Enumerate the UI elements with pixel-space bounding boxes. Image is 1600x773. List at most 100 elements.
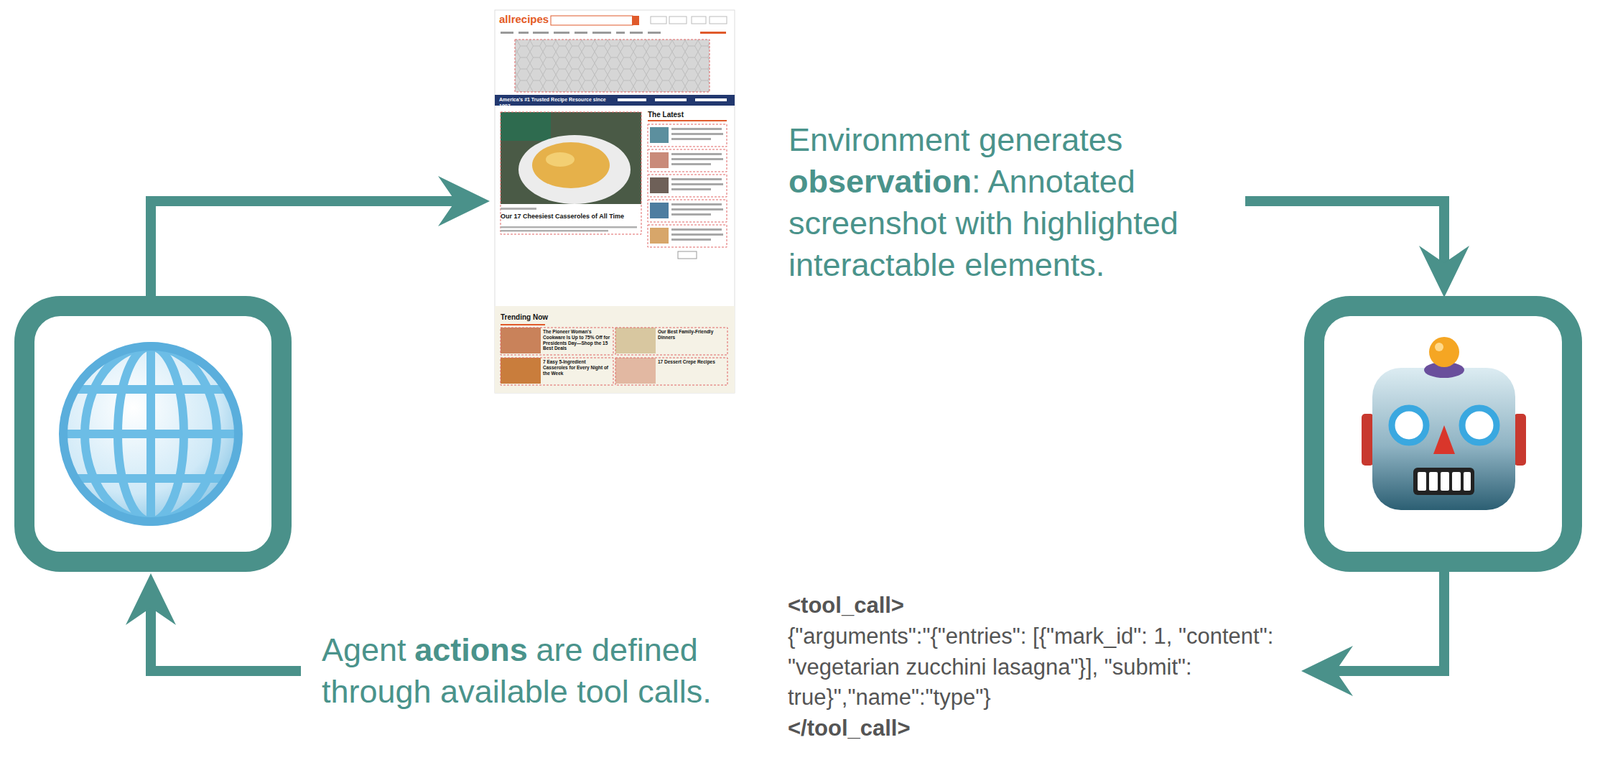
art-rect	[574, 31, 588, 34]
trending-underline	[500, 323, 546, 326]
latest-list	[647, 119, 727, 259]
art-rect	[592, 31, 612, 34]
screenshot-frame	[494, 10, 735, 393]
art-rect	[671, 188, 711, 191]
robot-head	[1372, 367, 1516, 510]
globe-sphere	[63, 346, 239, 522]
art-rect	[629, 31, 643, 34]
art-rect	[671, 132, 724, 136]
arrow-head	[438, 175, 490, 227]
art-rect	[500, 207, 537, 210]
art-rect	[615, 327, 728, 355]
art-rect	[691, 16, 706, 24]
tool-call-code: <tool_call>{"arguments":"{"entries": [{"…	[787, 590, 1284, 744]
photo-food	[545, 152, 575, 167]
art-rect	[671, 152, 722, 156]
art-rect	[500, 229, 609, 232]
art-rect	[671, 183, 724, 186]
code-tag: </tool_call>	[787, 713, 1284, 744]
art-rect	[671, 238, 711, 241]
art-line	[75, 473, 227, 483]
art-line	[75, 384, 227, 394]
art-rect	[615, 327, 656, 354]
caption-keyword: observation	[788, 163, 972, 200]
robot-icon	[1361, 336, 1527, 510]
globe-grid	[63, 346, 239, 522]
arrow-head	[125, 573, 176, 625]
art-circle	[63, 346, 239, 522]
observation-caption: Environment generatesobservation: Annota…	[788, 119, 1234, 286]
art-rect	[669, 16, 687, 24]
art-rect	[649, 152, 669, 169]
nav-links	[500, 31, 727, 34]
label-text: Trending Now	[500, 313, 548, 322]
card-title: Our Best Family-Friendly Dinners	[657, 328, 726, 341]
art-rect	[671, 157, 724, 161]
annotation-box	[514, 39, 710, 92]
banner-stats	[617, 98, 727, 102]
hero-photo	[500, 112, 642, 204]
label-text: 7 Easy 5-Ingredient Casseroles for Every…	[542, 359, 609, 376]
action-caption: Agentactionsare defined through availabl…	[321, 629, 796, 713]
robot-eye	[1391, 407, 1427, 443]
art-rect	[1429, 471, 1438, 491]
section-heading: Trending Now	[500, 313, 587, 322]
art-rect	[709, 16, 727, 24]
art-rect	[500, 31, 514, 34]
robot-eye	[1462, 407, 1497, 443]
art-rect	[532, 31, 549, 34]
article-lines	[500, 207, 637, 232]
art-g	[500, 327, 728, 385]
art-rect	[1440, 471, 1450, 491]
search-box	[550, 15, 633, 26]
art-rect	[1463, 471, 1471, 491]
art-rect	[671, 233, 724, 236]
art-rect	[647, 224, 727, 248]
label-text: 17 Dessert Crepe Recipes	[657, 359, 716, 365]
art-rect	[1417, 471, 1427, 491]
art-rect	[647, 124, 727, 147]
art-rect	[700, 31, 727, 34]
article-title: Our 17 Cheesiest Casseroles of All Time	[500, 212, 640, 221]
art-rect	[654, 98, 687, 102]
art-rect	[671, 213, 711, 216]
art-rect	[616, 31, 625, 34]
card-title: 17 Dessert Crepe Recipes	[657, 359, 726, 365]
art-rect	[518, 31, 529, 34]
arrow-head	[1419, 245, 1470, 298]
art-rect	[649, 127, 669, 143]
globe-icon	[63, 346, 239, 522]
label-text: allrecipes	[499, 12, 549, 26]
art-rect	[649, 227, 669, 244]
art-rect	[647, 199, 727, 222]
art-rect	[671, 208, 724, 211]
code-tag: <tool_call>	[787, 590, 1284, 622]
art-rect	[1452, 471, 1461, 491]
photo-plate	[518, 135, 631, 204]
art-rect	[671, 228, 722, 231]
rounded-frame	[24, 305, 282, 562]
label-text: America's #1 Trusted Recipe Resource sin…	[499, 96, 607, 109]
banner-text: America's #1 Trusted Recipe Resource sin…	[499, 96, 615, 110]
robot-ear	[1513, 413, 1527, 466]
section-heading: The Latest	[647, 110, 727, 120]
art-rect	[500, 327, 614, 355]
art-g	[671, 127, 724, 241]
art-rect	[553, 31, 570, 34]
art-rect	[649, 177, 669, 194]
art-rect	[615, 357, 656, 384]
label-text: Our 17 Cheesiest Casseroles of All Time	[500, 212, 625, 220]
art-rect	[649, 202, 669, 219]
art-rect	[695, 98, 727, 102]
arrow-head	[1301, 645, 1353, 696]
trending-panel	[494, 305, 735, 393]
code-text: {"arguments":"{"entries": [{"mark_id": 1…	[787, 621, 1284, 714]
ad-placeholder	[514, 39, 710, 92]
art-rect	[671, 137, 711, 141]
robot-antenna-shine	[1434, 342, 1444, 352]
arrow-line	[150, 201, 462, 296]
arrow-line	[1250, 201, 1445, 269]
art-rect	[647, 174, 727, 197]
caption-text: Environment generates	[788, 119, 1234, 161]
